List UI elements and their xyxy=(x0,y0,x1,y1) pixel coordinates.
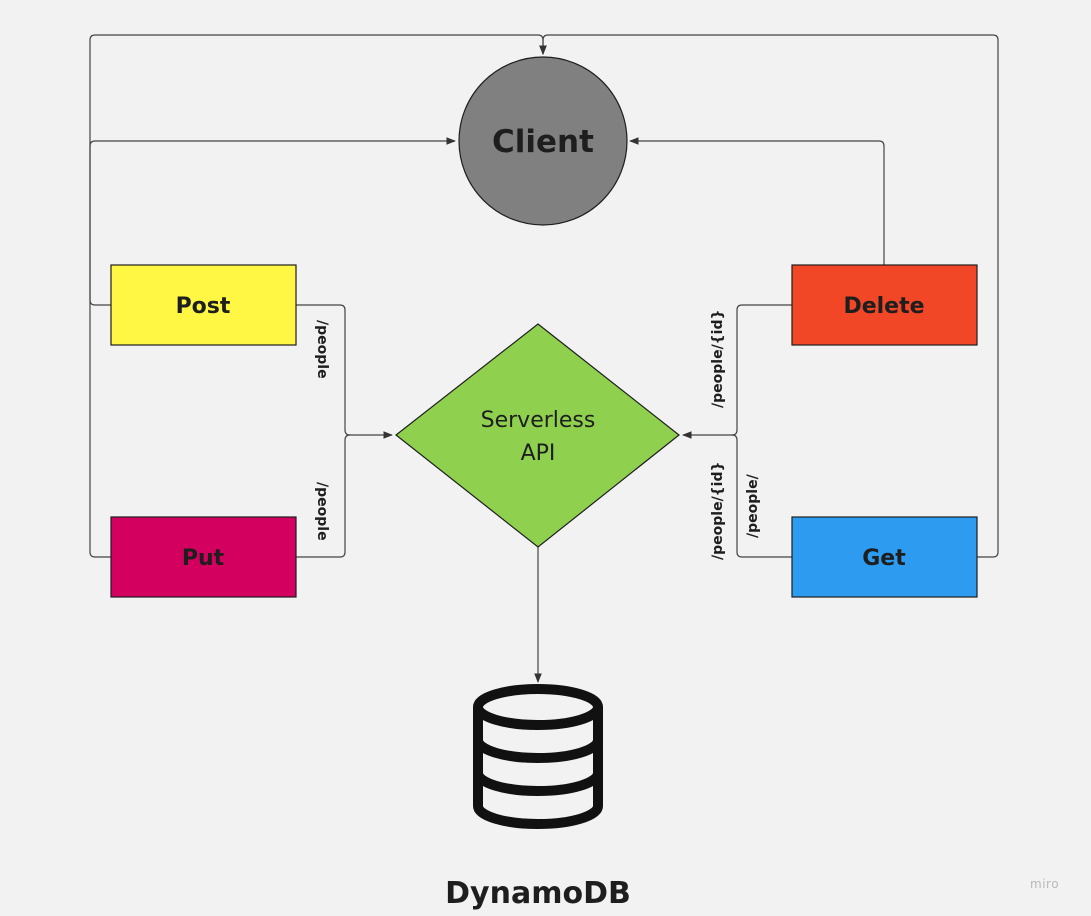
put-label: Put xyxy=(182,546,225,571)
connector-delete-to-api xyxy=(682,304,792,439)
client-label: Client xyxy=(492,124,594,160)
put-box xyxy=(110,516,297,598)
delete-label: Delete xyxy=(843,294,924,319)
delete-route-label: /people/{id} xyxy=(710,310,726,408)
connector-delete-to-client xyxy=(629,137,885,265)
api-diamond xyxy=(395,323,680,548)
client-circle xyxy=(458,56,628,226)
client-node[interactable]: Client xyxy=(458,56,628,226)
post-route-label: /people xyxy=(314,320,330,379)
post-label: Post xyxy=(176,294,231,319)
delete-node[interactable]: Delete xyxy=(791,264,978,346)
put-node[interactable]: Put xyxy=(110,516,297,598)
connectors xyxy=(89,34,999,683)
api-label-line1: Serverless xyxy=(481,408,596,433)
connector-post-to-client xyxy=(89,137,456,306)
put-route-label: /people xyxy=(314,482,330,541)
post-box xyxy=(110,264,297,346)
get-box xyxy=(791,516,978,598)
connector-get-to-api xyxy=(731,434,792,558)
api-node[interactable]: Serverless API xyxy=(395,323,680,548)
database-node[interactable]: DynamoDB xyxy=(445,684,631,911)
post-node[interactable]: Post xyxy=(110,264,297,346)
get-route-id-label: /people/{id} xyxy=(710,462,726,560)
miro-watermark: miro xyxy=(1030,877,1060,891)
connector-put-to-client-top xyxy=(89,34,547,558)
connector-get-to-client-top xyxy=(539,34,999,558)
get-node[interactable]: Get xyxy=(791,516,978,598)
api-label-line2: API xyxy=(521,441,556,466)
connector-post-to-api xyxy=(296,304,393,439)
edge-labels: /people /people /people/{id} /people/{id… xyxy=(314,310,761,560)
delete-box xyxy=(791,264,978,346)
get-label: Get xyxy=(862,546,906,571)
database-label: DynamoDB xyxy=(445,876,631,911)
connector-put-to-api xyxy=(296,434,351,558)
database-icon xyxy=(473,684,603,829)
get-route-label: /people/ xyxy=(745,473,761,538)
